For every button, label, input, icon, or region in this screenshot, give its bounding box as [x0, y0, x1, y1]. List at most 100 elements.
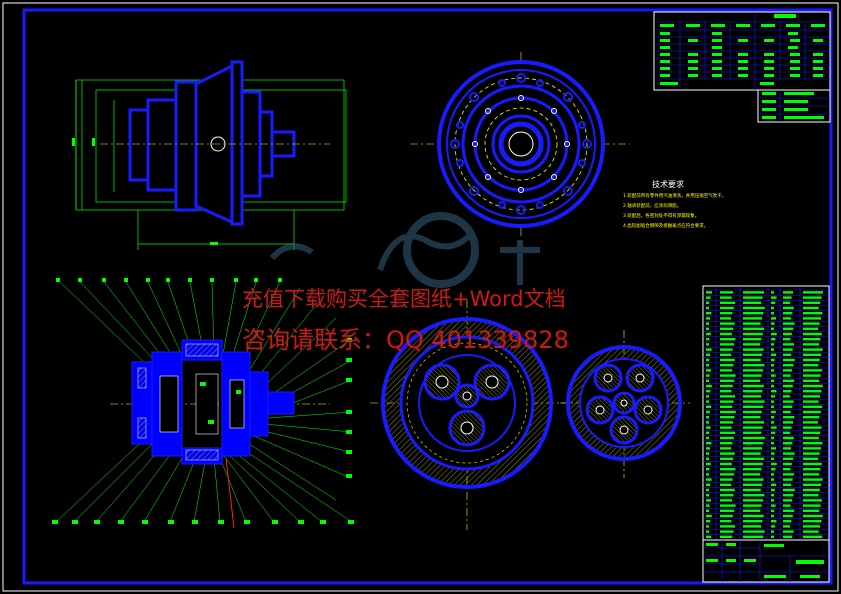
- parts-list-cell: [803, 369, 822, 372]
- parts-list-cell: [783, 296, 792, 299]
- parts-list-cell: [743, 488, 761, 492]
- parts-list-cell: [803, 462, 822, 466]
- parts-list-cell: [803, 358, 820, 362]
- parts-list-cell: [771, 504, 776, 507]
- parts-list-cell: [803, 473, 819, 476]
- parts-list-cell: [743, 483, 763, 486]
- parts-list-cell: [720, 535, 733, 538]
- parts-list-cell: [743, 317, 762, 320]
- parts-list-cell: [743, 384, 764, 388]
- parts-list-cell: [720, 457, 734, 460]
- parts-list-cell: [706, 364, 709, 367]
- parts-list-cell: [803, 312, 823, 315]
- parts-list-cell: [720, 353, 732, 356]
- parts-list-cell: [706, 410, 710, 414]
- parts-list-cell: [706, 395, 709, 398]
- parts-list-cell: [783, 421, 793, 424]
- parts-list-cell: [783, 291, 793, 294]
- parts-list-cell: [803, 442, 823, 445]
- parts-list-cell: [743, 390, 763, 393]
- parts-list-cell: [803, 353, 822, 356]
- parts-list-cell: [720, 452, 735, 455]
- parts-list-cell: [771, 473, 774, 476]
- parts-list-cell: [783, 405, 793, 408]
- parts-list-cell: [771, 301, 776, 304]
- parts-list-cell: [803, 390, 822, 393]
- parts-list-cell: [803, 478, 823, 481]
- parts-list-cell: [706, 291, 712, 294]
- parts-list-cell: [720, 410, 736, 414]
- parts-list-cell: [783, 390, 792, 393]
- parts-list-cell: [743, 358, 761, 362]
- parts-list-cell: [706, 317, 710, 320]
- parts-list-cell: [803, 504, 821, 507]
- parts-list-cell: [720, 494, 734, 497]
- parts-list-cell: [720, 348, 733, 351]
- parts-list-cell: [720, 514, 733, 518]
- parts-list-cell: [706, 499, 711, 502]
- parts-list-cell: [803, 483, 822, 486]
- parts-list-cell: [783, 358, 795, 362]
- parts-list-cell: [783, 374, 791, 377]
- parts-list-cell: [783, 369, 792, 372]
- parts-list-cell: [743, 364, 765, 367]
- parts-list-cell: [743, 348, 764, 351]
- parts-list-cell: [783, 478, 793, 481]
- parts-list-cell: [743, 457, 765, 460]
- parts-list-cell: [706, 468, 710, 471]
- parts-list-cell: [771, 379, 775, 382]
- parts-list-cell: [720, 374, 736, 377]
- parameter-table: [653, 11, 831, 123]
- parts-list-cell: [720, 291, 733, 294]
- parts-list-cell: [783, 332, 792, 336]
- parts-list-cell: [720, 301, 736, 304]
- parts-list-cell: [771, 436, 774, 440]
- parts-list-cell: [706, 358, 709, 362]
- parts-list-cell: [706, 535, 712, 538]
- parts-list-cell: [783, 343, 794, 346]
- parts-list-cell: [783, 473, 794, 476]
- parts-list-cell: [803, 348, 823, 351]
- parts-list-cell: [771, 358, 775, 362]
- parts-list-cell: [743, 343, 760, 346]
- parts-list-cell: [743, 530, 765, 533]
- parts-list-cell: [771, 374, 776, 377]
- parts-list-cell: [706, 421, 709, 424]
- parts-list-cell: [803, 431, 821, 434]
- parts-list-cell: [720, 395, 735, 398]
- parts-list-cell: [783, 400, 794, 403]
- parts-list-cell: [743, 447, 762, 450]
- parts-list-cell: [803, 452, 820, 455]
- parts-list-cell: [720, 384, 733, 388]
- section-view: [52, 278, 354, 529]
- parts-list-cell: [783, 322, 795, 325]
- parts-list-cell: [720, 520, 732, 523]
- parts-list-cell: [720, 306, 734, 310]
- parts-list-cell: [783, 514, 793, 518]
- parts-list-cell: [720, 312, 733, 315]
- parts-list-cell: [706, 520, 711, 523]
- parts-list-cell: [771, 306, 774, 310]
- parts-list-cell: [706, 488, 709, 492]
- parts-list-cell: [706, 416, 709, 419]
- parts-list-cell: [706, 374, 710, 377]
- parts-list-cell: [803, 374, 821, 377]
- parts-list-cell: [706, 405, 712, 408]
- parts-list-cell: [803, 426, 822, 429]
- parts-list-cell: [706, 348, 712, 351]
- parts-list-cell: [743, 525, 761, 528]
- parts-list-cell: [743, 509, 761, 512]
- parts-list-cell: [743, 395, 761, 398]
- parts-list-cell: [743, 462, 763, 466]
- parts-list-cell: [783, 535, 793, 538]
- parts-list-cell: [771, 312, 774, 315]
- parts-list-cell: [783, 306, 794, 310]
- parts-list-cell: [743, 431, 762, 434]
- parts-list-cell: [743, 520, 763, 523]
- parts-list-cell: [803, 395, 820, 398]
- parts-list-cell: [743, 468, 762, 471]
- parts-list-cell: [803, 338, 821, 341]
- parts-list-cell: [771, 416, 775, 419]
- parts-list-cell: [743, 499, 763, 502]
